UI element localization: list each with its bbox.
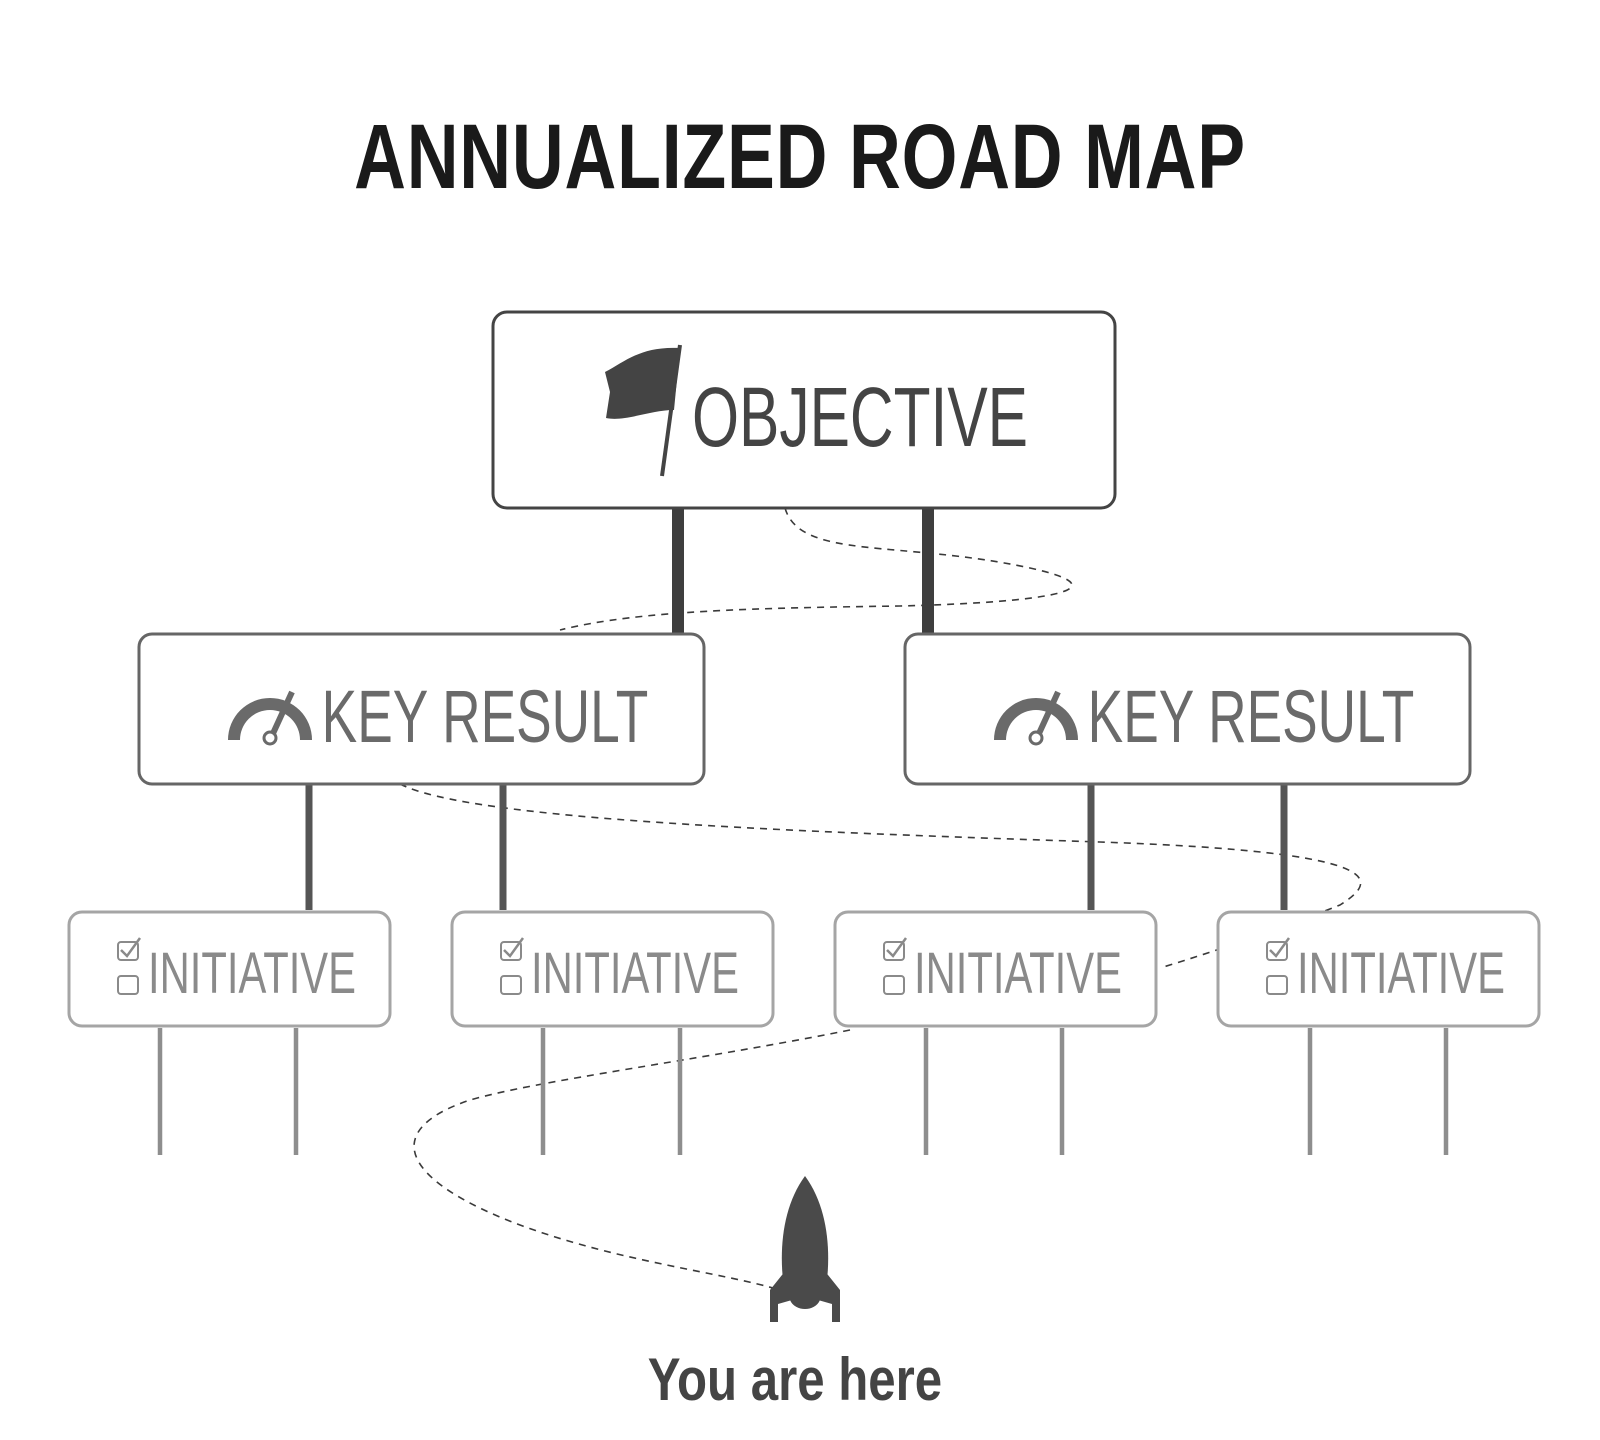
- gauge-icon: [994, 690, 1078, 746]
- initiative-label-1: INITIATIVE: [148, 940, 356, 1005]
- initiative-node-3: INITIATIVE: [833, 910, 1158, 1028]
- diagram-title: ANNUALIZED ROAD MAP: [354, 105, 1246, 208]
- you-are-here-label: You are here: [648, 1345, 942, 1413]
- objective-label: OBJECTIVE: [692, 370, 1028, 464]
- initiative-node-2: INITIATIVE: [450, 910, 775, 1028]
- rocket-icon: [770, 1176, 840, 1322]
- key-result-label-2: KEY RESULT: [1088, 675, 1415, 758]
- flag-icon: [605, 344, 682, 477]
- initiative-node-1: INITIATIVE: [67, 910, 392, 1028]
- initiative-label-2: INITIATIVE: [531, 940, 739, 1005]
- initiative-label-3: INITIATIVE: [914, 940, 1122, 1005]
- key-result-label-1: KEY RESULT: [322, 675, 649, 758]
- checklist-icon: [117, 937, 142, 995]
- gauge-icon: [228, 690, 312, 746]
- checklist-icon: [1266, 937, 1291, 995]
- objective-node: OBJECTIVE: [491, 310, 1117, 510]
- road-path: [399, 507, 1362, 1291]
- initiative-legs: [157, 1028, 1449, 1155]
- initiative-node-4: INITIATIVE: [1216, 910, 1541, 1028]
- key-result-node-1: KEY RESULT: [137, 632, 706, 786]
- key-result-node-2: KEY RESULT: [903, 632, 1472, 786]
- checklist-icon: [500, 937, 525, 995]
- checklist-icon: [883, 937, 908, 995]
- initiative-label-4: INITIATIVE: [1297, 940, 1505, 1005]
